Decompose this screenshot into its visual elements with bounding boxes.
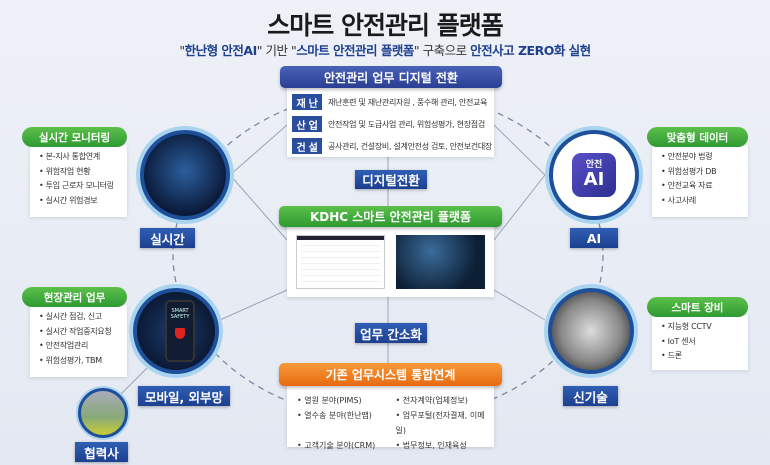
partner-workers-image (78, 388, 128, 438)
ai-list: • 안전분야 법령 • 위험성평가 DB • 안전교육 자료 • 사고사례 (652, 145, 748, 217)
label-mobile: 모바일, 외부망 (138, 386, 230, 406)
legacy-item: • 열원 분야(PIMS) (297, 396, 362, 405)
list-item: • IoT 센서 (661, 336, 696, 346)
ai-circle: 안전 AI (549, 130, 639, 220)
list-item: • 안전교육 자료 (661, 181, 713, 190)
label-simplify: 업무 간소화 (355, 323, 427, 343)
list-item: • 위험성평가, TBM (39, 355, 102, 365)
platform-screenshot-dashboard (396, 235, 485, 289)
list-item: • 드론 (661, 351, 682, 360)
monitoring-room-image (140, 130, 230, 220)
legacy-card: • 열원 분야(PIMS) • 전자계약(업체정보) • 열수송 분야(한난맵)… (287, 384, 494, 450)
label-ai: AI (570, 228, 618, 248)
row-tag: 재 난 (292, 94, 322, 110)
subtitle-text: " 구축으로 (413, 43, 471, 58)
row-text: 공사관리, 건설장비, 설계안전성 검토, 안전보건대장 (328, 141, 492, 151)
list-item: • 지능형 CCTV (661, 322, 712, 331)
field-pill: 현장관리 업무 (22, 287, 127, 307)
list-item: • 안전작업관리 (39, 341, 89, 350)
legacy-header: 기존 업무시스템 통합연계 (279, 363, 502, 386)
digital-row: 건 설 공사관리, 건설장비, 설계안전성 검토, 안전보건대장 (287, 135, 494, 157)
list-item: • 안전분야 법령 (661, 152, 713, 161)
list-item: • 위험작업 현황 (39, 166, 91, 176)
subtitle-highlight: 한난형 안전AI (184, 43, 258, 58)
list-item: • 사고사례 (661, 195, 696, 205)
label-realtime: 실시간 (140, 228, 195, 248)
list-item: • 위험성평가 DB (661, 166, 717, 176)
page-title: 스마트 안전관리 플랫폼 (267, 11, 503, 40)
realtime-list: • 본-지사 통합연계 • 위험작업 현황 • 투입 근로자 모니터링 • 실시… (30, 145, 127, 217)
row-text: 재난훈련 및 재난관리자원 , 풍수해 관리, 안전교육 (328, 97, 488, 107)
list-item: • 실시간 작업중지요청 (39, 326, 112, 336)
tech-list: • 지능형 CCTV • IoT 센서 • 드론 (652, 315, 748, 370)
platform-card (287, 222, 494, 297)
subtitle-text: " (179, 43, 185, 58)
digital-row: 산 업 안전작업 및 도급사업 관리, 위험성평가, 현장점검 (287, 113, 494, 135)
list-item: • 투입 근로자 모니터링 (39, 181, 114, 190)
subtitle-highlight: 스마트 안전관리 플랫폼 (296, 43, 414, 58)
label-digital: 디지털전환 (355, 170, 427, 189)
list-item: • 실시간 점검, 신고 (39, 312, 102, 321)
realtime-pill: 실시간 모니터링 (22, 127, 127, 147)
cctv-image (548, 288, 634, 374)
subtitle-highlight: 안전사고 ZERO화 실현 (470, 43, 591, 58)
ai-pill: 맞춤형 데이터 (647, 127, 748, 147)
tech-pill: 스마트 장비 (647, 297, 748, 317)
label-partner: 협력사 (75, 442, 128, 462)
phone-screen: SMART SAFETY (165, 300, 195, 362)
row-tag: 건 설 (292, 138, 322, 154)
platform-screenshot-web (296, 235, 385, 289)
subtitle-text: " 기반 " (256, 43, 297, 58)
smartphone-image: SMART SAFETY (133, 288, 219, 374)
legacy-item: • 전자계약(업체정보) (395, 396, 468, 405)
shield-icon (175, 328, 185, 339)
list-item: • 실시간 위험경보 (39, 195, 98, 205)
label-tech: 신기술 (563, 386, 618, 406)
digital-row: 재 난 재난훈련 및 재난관리자원 , 풍수해 관리, 안전교육 (287, 91, 494, 113)
subtitle: "한난형 안전AI" 기반 "스마트 안전관리 플랫폼" 구축으로 안전사고 Z… (0, 40, 770, 59)
legacy-item: • 고객기술 분야(CRM) (297, 441, 376, 450)
row-text: 안전작업 및 도급사업 관리, 위험성평가, 현장점검 (328, 119, 485, 129)
row-tag: 산 업 (292, 116, 322, 132)
legacy-item: • 열수송 분야(한난맵) (297, 411, 372, 420)
field-list: • 실시간 점검, 신고 • 실시간 작업중지요청 • 안전작업관리 • 위험성… (30, 305, 127, 377)
ai-app-icon: 안전 AI (572, 153, 616, 197)
legacy-item: • 업무포털(전자결재, 이메일) (395, 411, 485, 435)
platform-header: KDHC 스마트 안전관리 플랫폼 (279, 206, 502, 227)
digital-card: 재 난 재난훈련 및 재난관리자원 , 풍수해 관리, 안전교육 산 업 안전작업 … (287, 86, 494, 157)
list-item: • 본-지사 통합연계 (39, 152, 100, 161)
digital-header: 안전관리 업무 디지털 전환 (280, 66, 502, 88)
legacy-item: • 법무정보, 인재육성 (395, 441, 467, 450)
